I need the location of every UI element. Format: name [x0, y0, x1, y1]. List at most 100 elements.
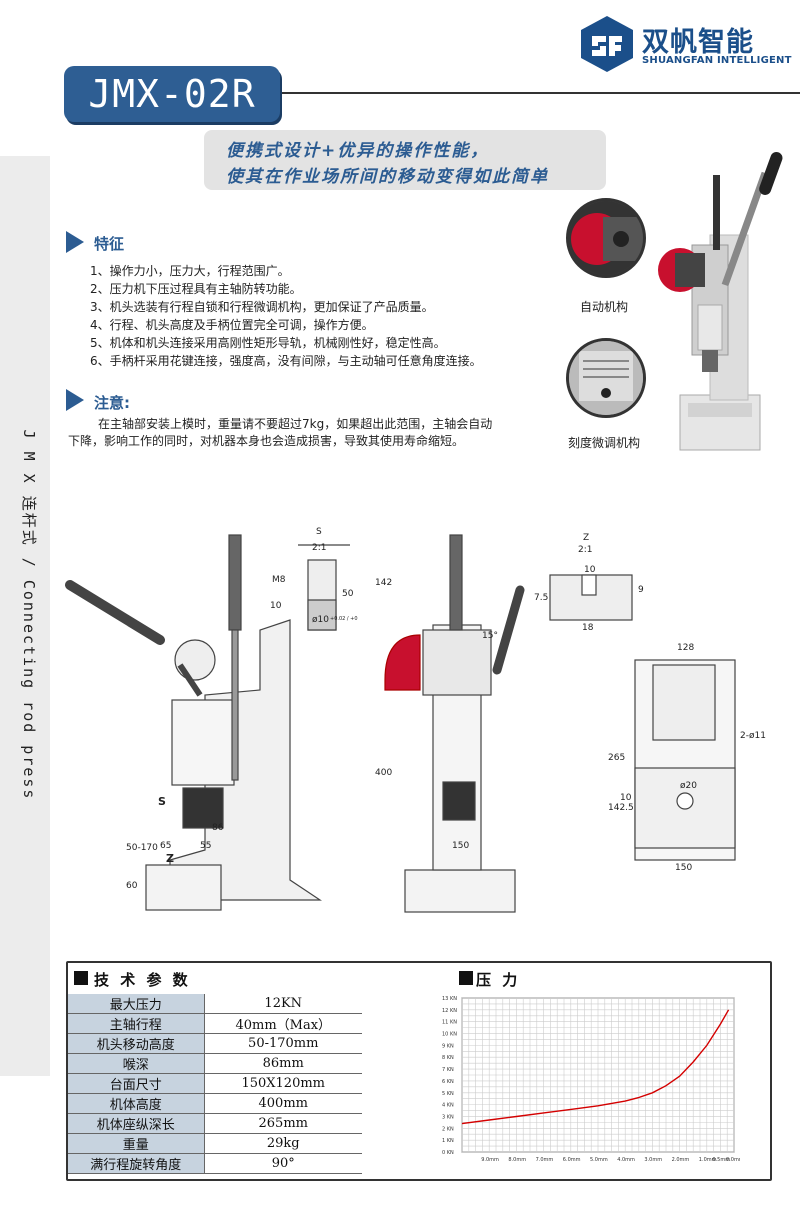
y-tick-label: 7 KN [442, 1067, 454, 1073]
y-tick-label: 4 KN [442, 1103, 454, 1109]
drawing-label: 10 [620, 793, 632, 803]
spec-value: 50-170mm [203, 1033, 362, 1054]
x-tick-label: 9.0mm [481, 1157, 499, 1163]
x-tick-label: 2.0mm [672, 1157, 690, 1163]
spec-key: 机头移动高度 [68, 1033, 204, 1054]
spec-key: 喉深 [68, 1053, 204, 1074]
spec-value: 86mm [203, 1053, 362, 1074]
slogan-line-2: 使其在作业场所间的移动变得如此简单 [226, 167, 549, 187]
pressure-chart: 0 KN 1 KN 2 KN 3 KN 4 KN 5 KN 6 KN 7 KN 8 KN 9 KN… [442, 996, 740, 1163]
y-tick-label: 13 KN [442, 996, 457, 1002]
drawing-label: 50 [342, 589, 354, 599]
spec-key: 最大压力 [68, 994, 204, 1014]
x-tick-label: 5.0mm [590, 1157, 608, 1163]
drawing-label: S [316, 527, 322, 537]
x-tick-label: 1.0mm [699, 1157, 717, 1163]
spec-table-title: 技 术 参 数 [94, 971, 191, 989]
drawing-label: 60 [126, 881, 138, 891]
x-tick-label: 7.0mm [536, 1157, 554, 1163]
drawing-label: Z [583, 533, 589, 543]
feature-item: 3、机头选装有行程自锁和行程微调机构，更加保证了产品质量。 [90, 300, 434, 314]
features-title: 特征 [94, 235, 125, 253]
drawing-label: 2:1 [312, 543, 326, 553]
spec-value: 29kg [203, 1133, 362, 1154]
square-bullet-icon [459, 971, 473, 985]
auto-mechanism-callout [566, 198, 646, 278]
x-tick-label: 8.0mm [508, 1157, 526, 1163]
drawing-label: +0.02 / +0 [330, 616, 358, 622]
x-tick-label: 0.5mm [712, 1157, 730, 1163]
feature-item: 4、行程、机头高度及手柄位置完全可调，操作方便。 [90, 318, 374, 332]
feature-item: 6、手柄杆采用花键连接，强度高，没有间隙，与主动轴可任意角度连接。 [90, 354, 482, 368]
x-tick-label: 4.0mm [617, 1157, 635, 1163]
drawing-label: 150 [452, 841, 469, 851]
drawing-label: ø10 [312, 615, 329, 625]
x-tick-label: 0.0mm [726, 1157, 740, 1163]
y-tick-label: 1 KN [442, 1138, 454, 1144]
drawing-label: 2:1 [578, 545, 592, 555]
technical-drawings: S 2:1 M8 ø10 +0.02 / +0 10 50 142 400 15… [65, 527, 766, 913]
brand-logo [581, 16, 633, 72]
header-divider [268, 92, 800, 94]
spec-key: 台面尺寸 [68, 1073, 204, 1094]
drawing-label: 50-170 [126, 843, 158, 853]
y-tick-label: 6 KN [442, 1079, 454, 1085]
y-tick-label: 10 KN [442, 1032, 457, 1038]
x-tick-label: 6.0mm [563, 1157, 581, 1163]
feature-item: 5、机体和机头连接采用高刚性矩形导轨，机械刚性好，稳定性高。 [90, 336, 446, 350]
drawing-label: 128 [677, 643, 694, 653]
spec-value: 265mm [203, 1113, 362, 1134]
drawing-label: 150 [675, 863, 692, 873]
spec-key: 满行程旋转角度 [68, 1153, 204, 1174]
y-tick-label: 9 KN [442, 1043, 454, 1049]
brand-english-name: SHUANGFAN INTELLIGENT [642, 55, 792, 66]
spec-value: 40mm（Max） [203, 1013, 362, 1034]
drawing-label: ø20 [680, 781, 697, 791]
y-tick-label: 2 KN [442, 1126, 454, 1132]
y-tick-label: 11 KN [442, 1020, 457, 1026]
drawing-label: 18 [582, 623, 594, 633]
spec-key: 机体座纵深长 [68, 1113, 204, 1134]
spec-key: 机体高度 [68, 1093, 204, 1114]
brand-name: 双帆智能 [642, 27, 754, 58]
drawing-label: 9 [638, 585, 644, 595]
drawing-label: 7.5 [534, 593, 548, 603]
drawing-label: 55 [200, 841, 211, 851]
y-tick-label: 0 KN [442, 1150, 454, 1156]
note-line-2: 下降，影响工作的同时，对机器本身也会造成损害，导致其使用寿命缩短。 [68, 434, 465, 448]
drawing-label: M8 [272, 575, 286, 585]
drawing-label: 65 [160, 841, 171, 851]
triangle-bullet-icon [66, 231, 84, 253]
y-tick-label: 8 KN [442, 1055, 454, 1061]
slogan-box: 便携式设计+优异的操作性能， 使其在作业场所间的移动变得如此简单 [204, 130, 606, 190]
feature-item: 2、压力机下压过程具有主轴防转功能。 [90, 282, 302, 296]
slogan-line-1: 便携式设计+优异的操作性能， [226, 141, 490, 161]
spec-value: 150X120mm [203, 1073, 362, 1094]
y-tick-label: 3 KN [442, 1114, 454, 1120]
y-tick-label: 5 KN [442, 1091, 454, 1097]
note-line-1: 在主轴部安装上模时，重量请不要超过7kg，如果超出此范围，主轴会自动 [98, 417, 493, 431]
drawing-label: 86 [212, 823, 224, 833]
drawing-label: 142.5 [608, 803, 634, 813]
spec-panel [66, 961, 772, 1181]
feature-item: 1、操作力小，压力大，行程范围广。 [90, 264, 290, 278]
note-title: 注意: [94, 394, 130, 412]
model-title: JMX-02R [64, 66, 280, 122]
spec-value: 400mm [203, 1093, 362, 1114]
side-band [0, 156, 50, 1076]
drawing-label: 265 [608, 753, 625, 763]
drawing-label: 10 [270, 601, 282, 611]
spec-key: 主轴行程 [68, 1013, 204, 1034]
y-tick-label: 12 KN [442, 1008, 457, 1014]
fine-adjust-callout [566, 338, 646, 418]
triangle-bullet-icon [66, 389, 84, 411]
drawing-label: 2-ø11 [740, 731, 766, 741]
spec-value: 12KN [203, 994, 362, 1014]
